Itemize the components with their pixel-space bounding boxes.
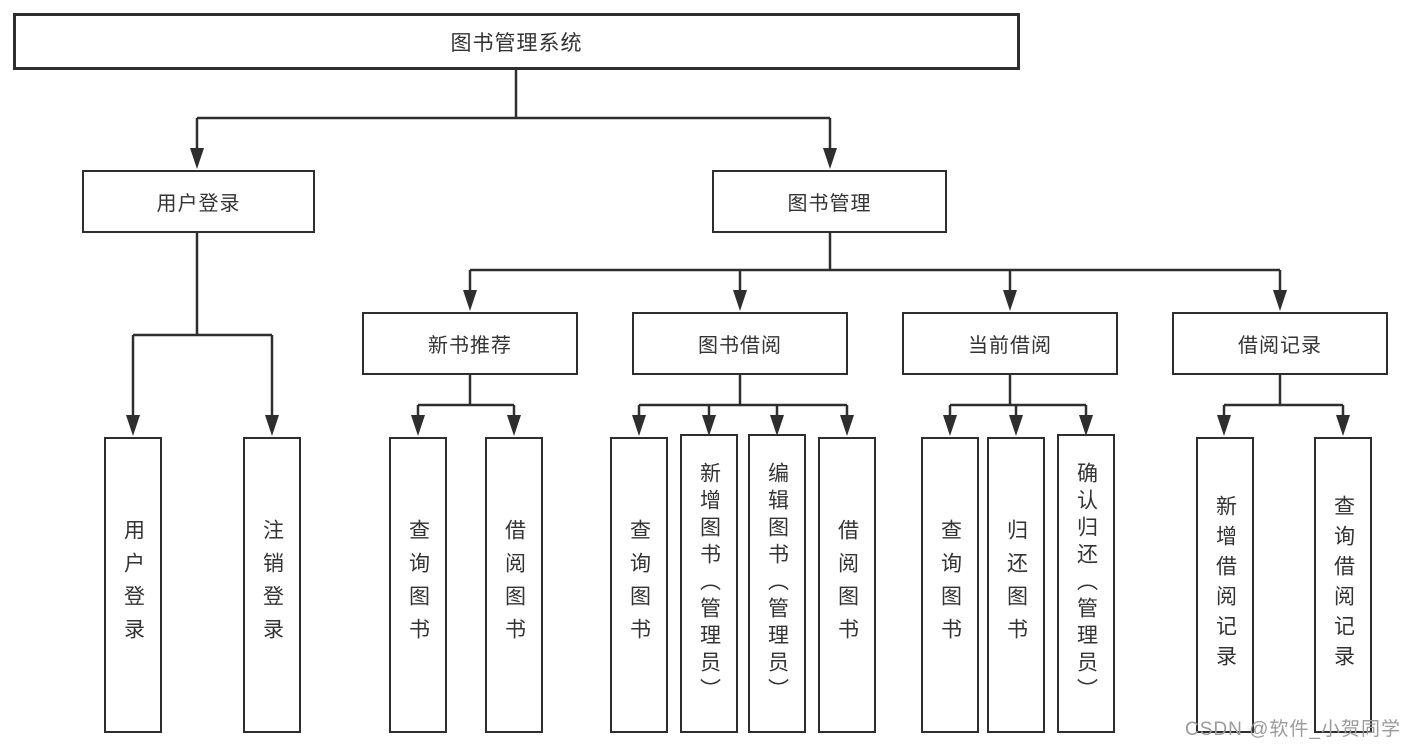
leaf-query-book-2-label: 查询图书 — [627, 519, 651, 651]
arrowhead-icons — [126, 148, 1350, 436]
watermark: CSDN @软件_小贺同学 — [1185, 719, 1401, 740]
leaf-borrow-book-2: 借阅图书 — [818, 437, 876, 733]
node-user-login: 用户登录 — [82, 170, 315, 233]
node-borrow-records: 借阅记录 — [1172, 312, 1388, 375]
leaf-return-book-label: 归还图书 — [1004, 519, 1028, 651]
leaf-query-book-1-label: 查询图书 — [406, 519, 430, 651]
leaf-user-login-label: 用户登录 — [121, 519, 145, 651]
node-user-login-label: 用户登录 — [156, 193, 241, 215]
node-book-mgmt: 图书管理 — [712, 170, 947, 233]
node-current-borrow-label: 当前借阅 — [968, 335, 1052, 357]
leaf-add-book-label: 新增图书（管理员） — [697, 462, 721, 705]
node-root-label: 图书管理系统 — [450, 31, 583, 55]
leaf-confirm-return-label: 确认归还（管理员） — [1074, 462, 1098, 705]
leaf-query-record: 查询借阅记录 — [1314, 437, 1372, 733]
node-book-borrow-label: 图书借阅 — [698, 335, 782, 357]
node-borrow-records-label: 借阅记录 — [1238, 335, 1322, 357]
node-new-book-rec-label: 新书推荐 — [428, 335, 512, 357]
leaf-query-book-2: 查询图书 — [610, 437, 668, 733]
node-current-borrow: 当前借阅 — [902, 312, 1118, 375]
node-new-book-rec: 新书推荐 — [362, 312, 578, 375]
leaf-query-book-1: 查询图书 — [389, 437, 447, 733]
leaf-query-book-3: 查询图书 — [921, 437, 979, 733]
leaf-user-login: 用户登录 — [104, 437, 162, 733]
leaf-borrow-book-1-label: 借阅图书 — [502, 519, 526, 651]
leaf-borrow-book-2-label: 借阅图书 — [835, 519, 859, 651]
leaf-logout: 注销登录 — [243, 437, 301, 733]
leaf-add-record: 新增借阅记录 — [1196, 437, 1254, 733]
leaf-query-record-label: 查询借阅记录 — [1331, 495, 1355, 675]
node-root: 图书管理系统 — [13, 13, 1020, 70]
leaf-edit-book-label: 编辑图书（管理员） — [765, 462, 789, 705]
leaf-confirm-return: 确认归还（管理员） — [1057, 434, 1115, 733]
leaf-add-record-label: 新增借阅记录 — [1213, 495, 1237, 675]
leaf-edit-book: 编辑图书（管理员） — [748, 434, 806, 733]
node-book-borrow: 图书借阅 — [632, 312, 848, 375]
leaf-add-book: 新增图书（管理员） — [680, 434, 738, 733]
leaf-return-book: 归还图书 — [987, 437, 1045, 733]
node-book-mgmt-label: 图书管理 — [787, 193, 872, 215]
leaf-logout-label: 注销登录 — [260, 519, 284, 651]
leaf-borrow-book-1: 借阅图书 — [485, 437, 543, 733]
leaf-query-book-3-label: 查询图书 — [938, 519, 962, 651]
